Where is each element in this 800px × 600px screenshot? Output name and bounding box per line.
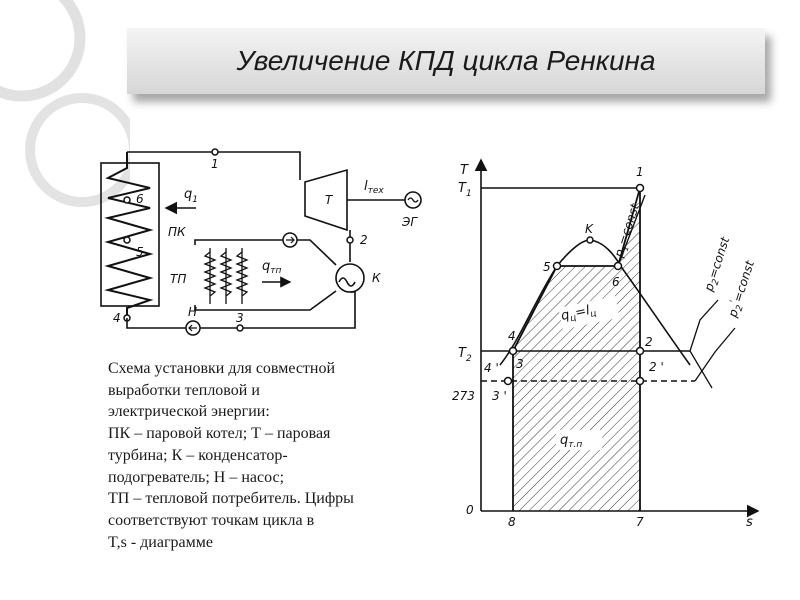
scheme-point-4: 4	[113, 311, 121, 325]
ts-point-8: 8	[508, 515, 516, 529]
point-1-marker	[211, 148, 219, 156]
p2-const-label: p2=const	[701, 234, 735, 295]
consumer-heat-label-bg	[556, 430, 602, 450]
s-axis-label: s	[746, 515, 753, 530]
caption-line: ПК – паровой котел; Т – паровая	[108, 425, 331, 443]
p2p-leader	[694, 327, 736, 382]
caption-line: соответствуют точкам цикла в	[108, 511, 315, 529]
origin-label: 0	[466, 503, 474, 517]
ts-diagram: T T1 T2 273 0 s 1 K 5 6 4 2 3 4 ' 2 ' 3 …	[452, 158, 760, 530]
ts-point-5: 5	[543, 260, 551, 274]
scheme-point-1: 1	[211, 157, 219, 171]
steam-line	[127, 151, 301, 180]
cycle-work-label: qц=lц	[560, 302, 598, 326]
p1-isobar	[617, 194, 646, 267]
ts-point-3: 3	[516, 357, 524, 371]
t-axis-label: T	[460, 163, 469, 178]
condenser	[335, 263, 365, 293]
caption-line: электрической энергии:	[108, 403, 270, 421]
ts-point-2: 2	[645, 335, 653, 349]
turbine-label: Т	[325, 193, 334, 207]
generator-symbol	[407, 197, 419, 203]
scheme-point-6: 6	[136, 192, 144, 206]
consumer-return	[194, 290, 337, 311]
ts-point-1-marker	[635, 183, 645, 193]
scheme-point-5: 5	[136, 245, 144, 259]
cycle-work-label-bg	[558, 296, 620, 330]
decorative-circles	[0, 0, 130, 207]
p2prime-const-label: p2'=const	[724, 258, 760, 321]
t2-label: T2	[458, 346, 472, 364]
ts-point-4: 4	[508, 329, 516, 343]
qtp-label: qтп	[262, 259, 282, 276]
caption-line: ТП – тепловой потребитель. Цифры	[108, 490, 354, 508]
ts-point-4-marker	[508, 346, 518, 356]
pump-arrow-icon	[286, 236, 295, 244]
generator	[404, 191, 422, 209]
point-5-marker	[123, 236, 131, 244]
pump-label: Н	[188, 305, 197, 319]
ts-point-6: 6	[612, 275, 620, 289]
ts-point-4p-marker	[503, 376, 513, 386]
caption-line: турбина; К – конденсатор-	[108, 446, 288, 464]
ts-point-6-marker	[613, 261, 623, 271]
consumer-label: ТП	[170, 272, 186, 286]
ts-point-2-marker	[635, 346, 645, 356]
title-banner: Увеличение КПД цикла Ренкина	[127, 28, 765, 94]
ts-point-k: K	[585, 222, 594, 236]
feedwater-line	[126, 291, 356, 329]
ts-point-k-marker	[586, 236, 594, 244]
ts-point-7: 7	[636, 515, 644, 529]
generator-label: ЭГ	[401, 215, 418, 229]
ts-point-2p-marker	[635, 376, 645, 386]
caption-line: выработки тепловой и	[108, 381, 260, 399]
condenser-coil	[338, 277, 356, 287]
ltex-label: lтех	[364, 179, 384, 196]
p2-leader	[689, 299, 719, 352]
consumer-supply	[194, 239, 337, 266]
scheme-point-3: 3	[236, 311, 244, 325]
heat-consumer	[203, 248, 249, 304]
t273-label: 273	[452, 389, 475, 403]
caption-line: Схема установки для совместной	[108, 360, 336, 377]
ts-point-4p: 4 '	[484, 361, 499, 375]
caption-line: T,s - диаграмме	[108, 533, 213, 551]
point-2-marker	[346, 236, 354, 244]
ts-point-5-marker	[552, 261, 562, 271]
p2-extension	[689, 350, 713, 389]
ts-point-3p: 3 '	[492, 389, 507, 403]
page-title: Увеличение КПД цикла Ренкина	[236, 45, 656, 76]
boiler-coil	[104, 152, 154, 318]
point-6-marker	[123, 196, 131, 204]
t1-label: T1	[458, 181, 472, 199]
caption: Схема установки для совместной выработки …	[108, 358, 428, 553]
point-3-marker	[236, 324, 244, 332]
ts-point-1: 1	[636, 165, 644, 179]
feed-pump-arrow-icon	[188, 324, 197, 332]
q1-label: q1	[184, 187, 198, 205]
scheme-point-2: 2	[360, 233, 368, 247]
caption-line: подогреватель; Н – насос;	[108, 468, 285, 486]
plant-scheme: 6 5 4 ПК q1 1 Т ЭГ lтех 2 К	[100, 148, 422, 336]
boiler-label: ПК	[168, 225, 186, 239]
ts-point-2p: 2 '	[649, 360, 664, 374]
consumer-heat-label: qт.п	[560, 433, 582, 450]
condenser-label: К	[372, 271, 381, 285]
turbine	[304, 168, 348, 232]
